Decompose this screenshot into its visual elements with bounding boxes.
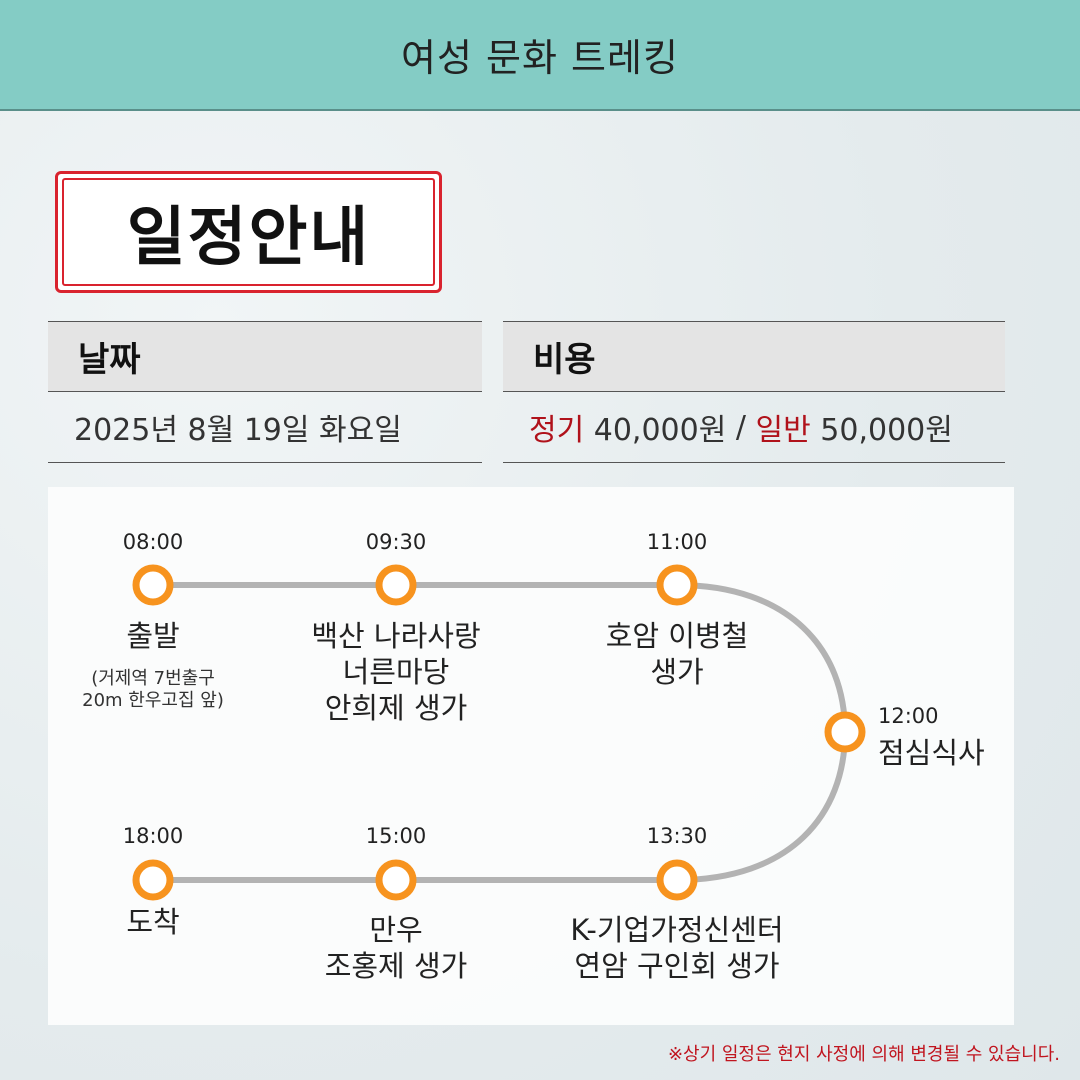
general-label: 일반 <box>755 413 811 448</box>
schedule-title: 일정안내 <box>126 201 371 275</box>
stop-place: 도착 <box>13 904 293 940</box>
stop-place-line: K-기업가정신센터 <box>570 913 784 947</box>
stop-place-line: 연암 구인회 생가 <box>574 949 780 983</box>
price-separator: / <box>735 409 746 445</box>
stop-place-line: 호암 이병철 <box>605 619 749 653</box>
date-section: 날짜 2025년 8월 19일 화요일 <box>48 321 482 464</box>
stop-place: 출발 <box>13 618 293 654</box>
stop-time: 12:00 <box>878 704 939 728</box>
cost-value: 정기 40,000원 / 일반 50,000원 <box>503 392 1005 463</box>
stop-time: 09:30 <box>365 530 427 554</box>
stop-time: 13:30 <box>646 824 708 848</box>
stop-note-line: (거제역 7번출구 <box>91 668 215 689</box>
stop-place-line: 안희제 생가 <box>324 691 468 725</box>
timeline-node <box>656 564 698 606</box>
footer-note: ※상기 일정은 현지 사정에 의해 변경될 수 있습니다. <box>667 1044 1060 1065</box>
stop-place-line: 점심식사 <box>878 736 985 770</box>
stop-place-line: 출발 <box>126 619 180 653</box>
general-price: 50,000원 <box>820 413 953 448</box>
stop-time: 08:00 <box>122 530 184 554</box>
cost-section: 비용 정기 40,000원 / 일반 50,000원 <box>503 321 1005 464</box>
date-value: 2025년 8월 19일 화요일 <box>48 392 482 463</box>
timeline-node <box>375 859 417 901</box>
schedule-title-box: 일정안내 <box>55 171 442 293</box>
schedule-title-inner: 일정안내 <box>62 178 435 286</box>
stop-place-line: 백산 나라사랑 <box>311 619 481 653</box>
date-label: 날짜 <box>48 321 482 392</box>
stop-note-line: 20m 한우고집 앞) <box>82 690 224 711</box>
stop-place-line: 생가 <box>650 655 704 689</box>
regular-label: 정기 <box>529 413 585 448</box>
stop-time: 15:00 <box>365 824 427 848</box>
regular-price: 40,000원 <box>593 413 727 448</box>
timeline-node <box>375 564 417 606</box>
stop-place-line: 조홍제 생가 <box>324 949 468 983</box>
page-title: 여성 문화 트레킹 <box>401 36 679 80</box>
timeline-node <box>132 859 174 901</box>
stop-time: 11:00 <box>646 530 708 554</box>
stop-place-line: 도착 <box>126 905 180 939</box>
timeline-node <box>132 564 174 606</box>
stop-place: 점심식사 <box>878 735 1078 771</box>
header-bar: 여성 문화 트레킹 <box>0 0 1080 111</box>
timeline-node <box>656 859 698 901</box>
stop-place-line: 너른마당 <box>342 655 450 689</box>
stop-time: 18:00 <box>122 824 184 848</box>
stop-place-line: 만우 <box>369 913 423 947</box>
timeline-panel <box>48 487 1014 1025</box>
timeline-nodes <box>132 564 866 901</box>
cost-label: 비용 <box>503 321 1005 392</box>
timeline-node <box>824 711 866 753</box>
